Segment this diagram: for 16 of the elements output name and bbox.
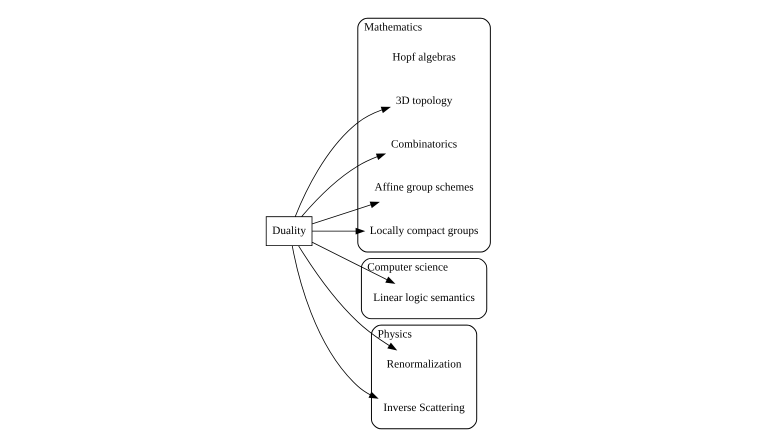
- node-text: Inverse Scattering: [383, 402, 465, 414]
- node-text: Locally compact groups: [370, 225, 478, 238]
- node-box: Duality: [266, 216, 312, 246]
- arrow: [294, 106, 391, 217]
- node-text: Affine group schemes: [374, 182, 474, 194]
- arrow: [292, 245, 379, 399]
- arrow: [312, 228, 366, 235]
- node-text: 3D topology: [396, 94, 452, 107]
- arrow: [312, 202, 380, 224]
- node-text: Hopf algebras: [392, 52, 456, 64]
- node-text: Combinatorics: [391, 138, 458, 150]
- arrow: [312, 242, 396, 284]
- arrow: [301, 153, 386, 217]
- node-text: Linear logic semantics: [373, 292, 475, 304]
- arrow: [298, 246, 398, 350]
- node-text: Renormalization: [386, 358, 462, 370]
